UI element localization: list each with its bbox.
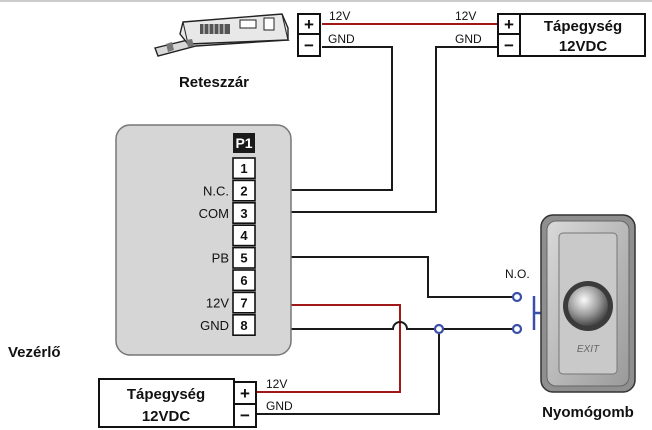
psu-top-terminal-block: + − xyxy=(497,13,521,57)
switch-contact-top xyxy=(511,291,523,303)
switch-contact-bottom xyxy=(511,323,523,335)
wire-pb-switch xyxy=(255,256,514,298)
psu-bottom-title: Tápegység xyxy=(127,386,205,403)
exit-button-icon xyxy=(540,214,636,393)
wire-lock-gnd-nc xyxy=(255,46,393,191)
button-label: Nyomógomb xyxy=(542,404,634,421)
lock-icon xyxy=(154,13,290,57)
psu-top-title: Tápegység xyxy=(544,18,622,35)
psu-top-wire-gnd-label: GND xyxy=(455,32,482,46)
pin-number: 5 xyxy=(240,251,247,266)
pin-number: 4 xyxy=(240,228,248,243)
pin-number: 2 xyxy=(240,183,247,198)
connector-label: P1 xyxy=(235,135,252,151)
psu-bottom-subtitle: 12VDC xyxy=(142,408,191,425)
controller-label: Vezérlő xyxy=(8,344,61,361)
pin-box xyxy=(232,202,256,225)
wire-psu-gnd-com xyxy=(255,46,498,213)
lock-wire-gnd-label: GND xyxy=(328,32,355,46)
pin-number: 1 xyxy=(240,161,247,176)
psu-top-terminal-minus: − xyxy=(504,36,514,55)
pin-box xyxy=(232,313,256,336)
wire-gnd-branch xyxy=(257,329,440,415)
pin-box xyxy=(232,157,256,180)
psu-top-terminal-plus: + xyxy=(504,15,514,34)
lock-terminal-plus: + xyxy=(304,15,314,34)
pin-box xyxy=(232,179,256,202)
psu-top-subtitle: 12VDC xyxy=(559,38,608,55)
pin-number: 6 xyxy=(240,273,247,288)
wire-controller-gnd xyxy=(255,321,514,330)
pin-label: 12V xyxy=(206,295,229,310)
switch-contact-label: N.O. xyxy=(505,267,530,281)
psu-bottom-terminal-minus: − xyxy=(240,406,250,425)
pin-label: COM xyxy=(199,206,229,221)
pin-label: GND xyxy=(200,318,229,333)
psu-bottom-terminal-plus: + xyxy=(240,384,250,403)
junction-dot xyxy=(433,323,445,335)
psu-bottom-terminal-block: + − xyxy=(233,381,257,428)
wire-controller-12v xyxy=(255,304,401,393)
lock-terminal-block: + − xyxy=(297,13,321,57)
pin-label: PB xyxy=(212,251,229,266)
psu-top-box xyxy=(519,13,646,57)
pin-box xyxy=(232,269,256,292)
pin-box xyxy=(232,246,256,269)
pin-label: N.C. xyxy=(203,183,229,198)
lock-wire-12v-label: 12V xyxy=(329,9,350,23)
psu-bottom-wire-12v-label: 12V xyxy=(266,377,287,391)
pin-number: 7 xyxy=(240,295,247,310)
lock-label: Reteszzár xyxy=(179,74,249,91)
pin-box xyxy=(232,291,256,314)
pin-box xyxy=(232,224,256,247)
pin-list: 1 2 N.C. 3 COM 4 5 PB 6 7 12V 8 GND xyxy=(199,157,256,336)
pin-number: 8 xyxy=(240,318,247,333)
lock-terminal-minus: − xyxy=(304,36,314,55)
exit-button-text: EXIT xyxy=(577,344,600,355)
connector-header xyxy=(233,133,255,153)
psu-bottom-wire-gnd-label: GND xyxy=(266,399,293,413)
pin-number: 3 xyxy=(240,206,247,221)
psu-bottom-box xyxy=(98,378,235,428)
psu-top-wire-12v-label: 12V xyxy=(455,9,476,23)
